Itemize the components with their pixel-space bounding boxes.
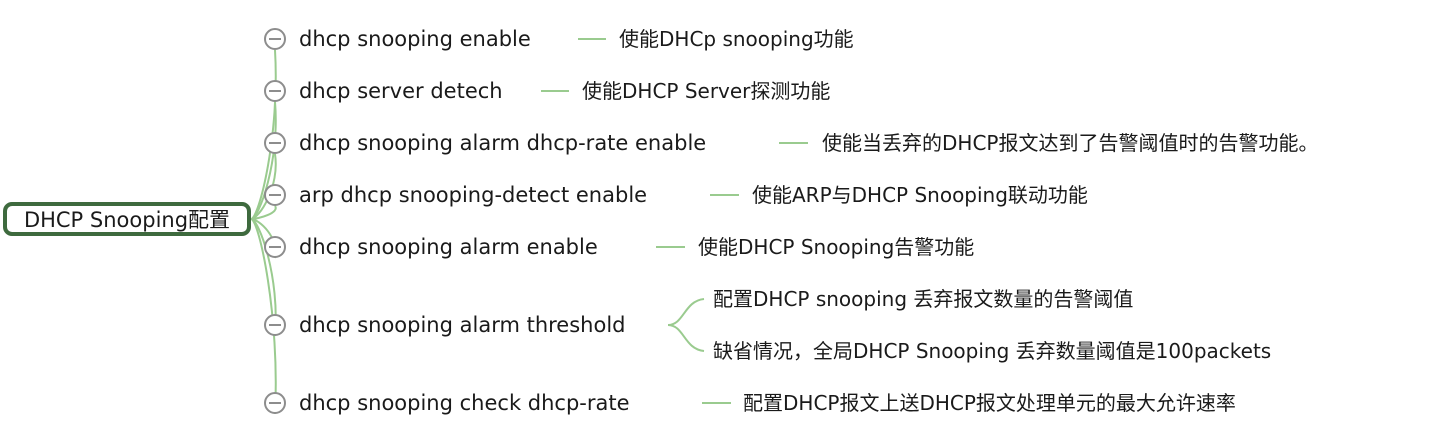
- branch-command-label[interactable]: dhcp snooping alarm threshold: [299, 313, 626, 337]
- trunk-connector: [250, 218, 277, 415]
- branch-description-label: 使能DHCP Server探测功能: [582, 79, 831, 103]
- branch-command-label[interactable]: dhcp snooping check dhcp-rate: [299, 391, 630, 415]
- branch-description-label: 使能DHCP Snooping告警功能: [698, 235, 975, 259]
- branch-description-label: 使能DHCp snooping功能: [619, 27, 854, 51]
- root-node[interactable]: DHCP Snooping配置: [3, 202, 251, 236]
- branch-description-label: 使能当丢弃的DHCP报文达到了告警阈值时的告警功能。: [822, 131, 1319, 155]
- branch-description-label: 配置DHCP报文上送DHCP报文处理单元的最大允许速率: [743, 391, 1236, 415]
- brace-connector: [667, 324, 705, 352]
- collapse-minus-icon[interactable]: [264, 80, 286, 102]
- branch-command-label[interactable]: dhcp snooping enable: [299, 27, 531, 51]
- branch-command-label[interactable]: dhcp snooping alarm dhcp-rate enable: [299, 131, 707, 155]
- collapse-minus-icon[interactable]: [264, 314, 286, 336]
- collapse-minus-icon[interactable]: [264, 236, 286, 258]
- brace-connector: [667, 298, 705, 326]
- branch-command-label[interactable]: arp dhcp snooping-detect enable: [299, 183, 648, 207]
- collapse-minus-icon[interactable]: [264, 184, 286, 206]
- branch-command-label[interactable]: dhcp snooping alarm enable: [299, 235, 598, 259]
- root-node-label: DHCP Snooping配置: [23, 208, 231, 232]
- collapse-minus-icon[interactable]: [264, 28, 286, 50]
- branch-description-label: 使能ARP与DHCP Snooping联动功能: [752, 183, 1088, 207]
- collapse-minus-icon[interactable]: [264, 392, 286, 414]
- branch-description-label: 配置DHCP snooping 丢弃报文数量的告警阈值: [713, 287, 1134, 311]
- collapse-minus-icon[interactable]: [264, 132, 286, 154]
- branch-command-label[interactable]: dhcp server detech: [299, 79, 503, 103]
- branch-description-label: 缺省情况，全局DHCP Snooping 丢弃数量阈值是100packets: [713, 339, 1272, 363]
